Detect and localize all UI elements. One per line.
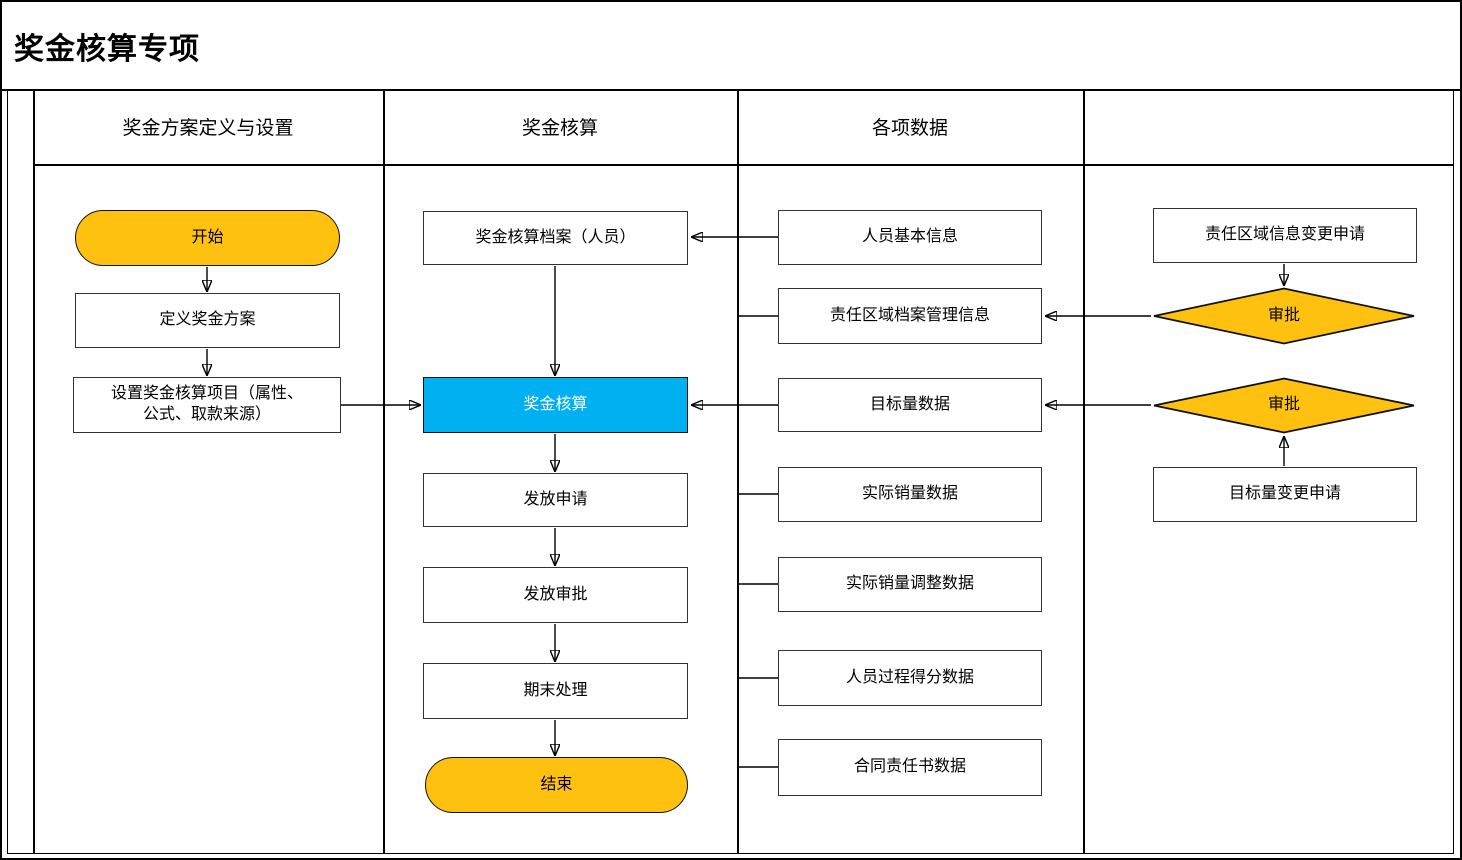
node-area-change-request: 责任区域信息变更申请: [1153, 208, 1417, 263]
node-sales-adjust: 实际销量调整数据: [778, 557, 1042, 612]
node-label: 发放审批: [523, 585, 588, 603]
node-label: 审批: [1267, 396, 1300, 414]
node-target-data: 目标量数据: [778, 378, 1042, 432]
lane-header-divider: [33, 164, 1454, 166]
node-end: 结束: [425, 757, 688, 813]
node-approve-1: 审批: [1152, 287, 1416, 345]
node-area-archive-info: 责任区域档案管理信息: [778, 288, 1042, 344]
lane-divider-3: [1083, 89, 1085, 854]
node-label: 责任区域信息变更申请: [1204, 226, 1365, 244]
node-bonus-calc: 奖金核算: [423, 377, 688, 433]
pool-border: [7, 89, 1454, 854]
node-label: 奖金核算档案（人员）: [475, 228, 636, 246]
lane-header-data: 各项数据: [871, 118, 948, 139]
lane-divider-2: [737, 89, 739, 854]
node-label: 人员过程得分数据: [845, 668, 974, 686]
node-define-plan: 定义奖金方案: [75, 293, 340, 348]
node-period-end: 期末处理: [423, 663, 688, 719]
node-calc-archive: 奖金核算档案（人员）: [423, 211, 688, 265]
lane-header-plan-setup: 奖金方案定义与设置: [122, 118, 294, 139]
lane-divider-1: [383, 89, 385, 854]
node-person-info: 人员基本信息: [778, 210, 1042, 265]
node-process-score: 人员过程得分数据: [778, 650, 1042, 706]
approval-diamond-shape: [1153, 377, 1415, 434]
node-label: 定义奖金方案: [159, 311, 256, 329]
node-setup-items: 设置奖金核算项目（属性、 公式、取款来源）: [73, 377, 341, 433]
node-label: 发放申请: [523, 490, 588, 508]
node-label: 开始: [191, 228, 224, 246]
node-contract-data: 合同责任书数据: [778, 739, 1042, 796]
lane-header-bonus-calc: 奖金核算: [521, 118, 598, 139]
node-label: 合同责任书数据: [853, 758, 966, 776]
node-actual-sales: 实际销量数据: [778, 467, 1042, 522]
node-label: 期末处理: [523, 681, 588, 699]
node-start: 开始: [75, 210, 340, 266]
pool-strip-divider: [33, 89, 35, 854]
node-pay-apply: 发放申请: [423, 473, 688, 527]
node-approve-2: 审批: [1152, 377, 1416, 434]
node-label: 实际销量数据: [861, 485, 958, 503]
title-band: 奖金核算专项: [2, 2, 1460, 91]
node-label: 人员基本信息: [861, 228, 958, 246]
node-label: 审批: [1267, 306, 1300, 324]
node-label: 奖金核算: [523, 395, 588, 413]
node-label: 设置奖金核算项目（属性、 公式、取款来源）: [110, 385, 303, 423]
node-target-change-request: 目标量变更申请: [1153, 467, 1417, 522]
node-label: 实际销量调整数据: [845, 575, 974, 593]
approval-diamond-shape: [1153, 287, 1415, 345]
lane-header-empty: [1083, 89, 1454, 164]
page-title: 奖金核算专项: [14, 32, 200, 66]
node-label: 责任区域档案管理信息: [829, 306, 990, 324]
node-label: 目标量变更申请: [1228, 485, 1341, 503]
node-label: 结束: [540, 775, 573, 793]
node-pay-approve: 发放审批: [423, 567, 688, 623]
node-label: 目标量数据: [869, 395, 950, 413]
